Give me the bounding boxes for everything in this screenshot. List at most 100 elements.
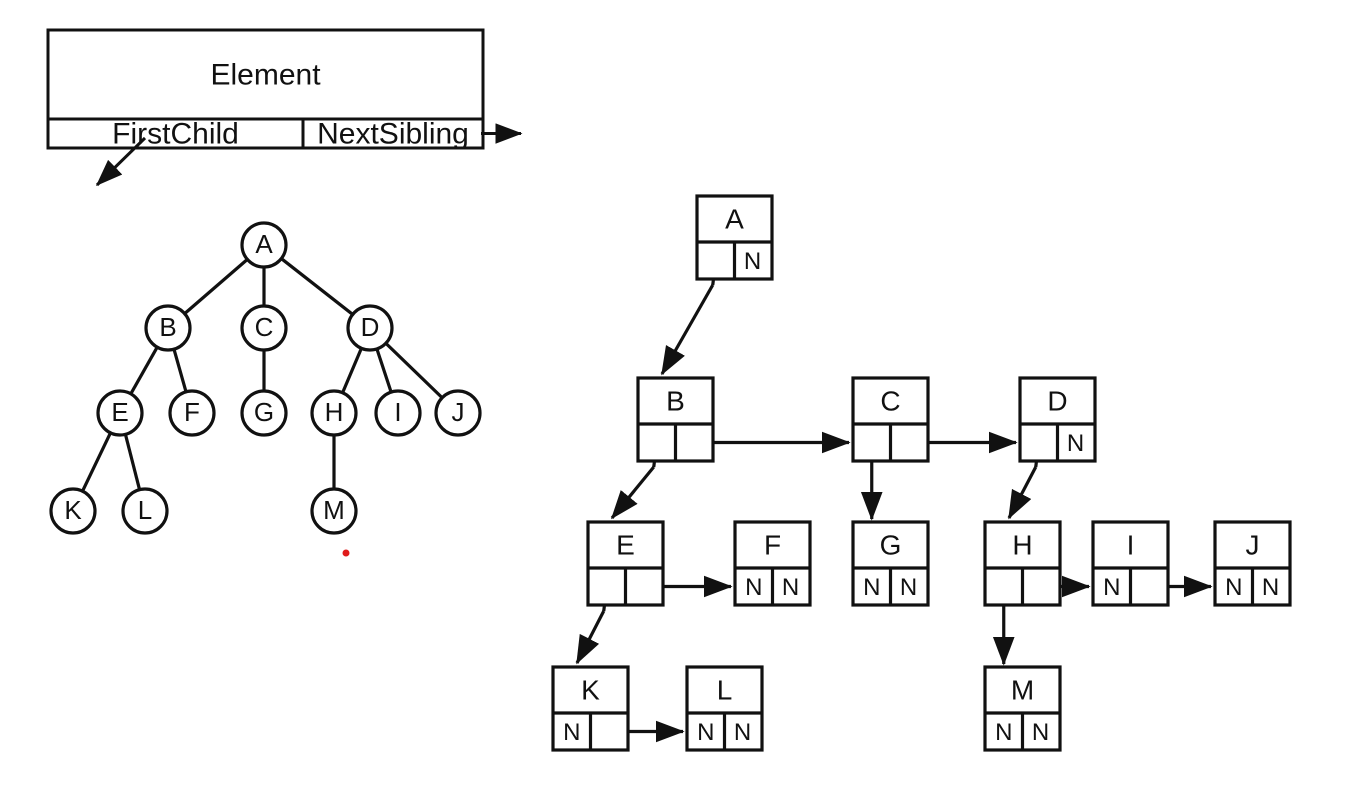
pointer-line (1007, 466, 1038, 520)
legend-first-child-arrow (95, 136, 147, 187)
tree-node-label: M (323, 495, 345, 525)
legend-title: Element (210, 58, 321, 91)
tree-node-circle (240, 221, 288, 269)
tree-node-c: C (240, 304, 288, 352)
tree-node-label: H (325, 397, 344, 427)
tree-edge-b-f (172, 348, 188, 393)
tree-node-circle (434, 389, 482, 437)
tree-node-label: G (254, 397, 274, 427)
tree-node-circle (310, 389, 358, 437)
tree-node-label: I (394, 397, 401, 427)
tree-node-a: A (240, 221, 288, 269)
tree-node-f: F (168, 389, 216, 437)
linked-node-label: G (880, 529, 902, 560)
linked-node-label: J (1246, 529, 1260, 560)
tree-node-circle (168, 389, 216, 437)
tree-edge-d-i (375, 348, 393, 393)
tree-node-circle (144, 304, 192, 352)
linked-node-label: A (725, 203, 744, 234)
tree-node-label: L (138, 495, 152, 525)
tree-nodes-group: A B C D E F G H I J K L M (49, 221, 482, 535)
tree-node-l: L (121, 487, 169, 535)
next-sibling-null-marker: N (1032, 719, 1049, 746)
tree-node-m: M (310, 487, 358, 535)
first-child-null-marker: N (1225, 574, 1242, 601)
first-child-null-marker: N (697, 719, 714, 746)
next-sibling-null-marker: N (1262, 574, 1279, 601)
pointer-line (660, 284, 715, 376)
linked-node-label: L (717, 674, 733, 705)
tree-node-label: K (64, 495, 82, 525)
legend-outer-box (46, 28, 485, 150)
linked-pointers-group (575, 260, 1213, 743)
tree-node-circle (310, 487, 358, 535)
next-sibling-null-marker: N (900, 574, 917, 601)
tree-edge-a-b (183, 258, 249, 315)
next-sibling-null-marker: N (1067, 430, 1084, 457)
tree-node-circle (374, 389, 422, 437)
tree-node-e: E (96, 389, 144, 437)
first-child-null-marker: N (745, 574, 762, 601)
tree-node-label: J (452, 397, 465, 427)
first-child-null-marker: N (863, 574, 880, 601)
next-sibling-null-marker: N (744, 248, 761, 275)
linked-node-label: B (666, 385, 685, 416)
next-sibling-null-marker: N (782, 574, 799, 601)
tree-node-label: A (255, 229, 273, 259)
tree-node-circle (346, 304, 394, 352)
pointer-line (610, 465, 655, 520)
tree-node-circle (240, 304, 288, 352)
tree-node-h: H (310, 389, 358, 437)
tree-node-label: B (159, 312, 176, 342)
tree-node-i: I (374, 389, 422, 437)
tree-edge-e-k (81, 432, 112, 492)
tree-edges-group (81, 257, 444, 492)
tree-node-label: F (184, 397, 200, 427)
cursor-dot-group (342, 549, 350, 557)
tree-node-k: K (49, 487, 97, 535)
linked-node-label: C (880, 385, 900, 416)
tree-edge-e-l (123, 433, 142, 491)
linked-node-label: M (1011, 674, 1034, 705)
linked-node-d: DN (1018, 376, 1097, 463)
linked-node-i: IN (1091, 520, 1170, 607)
tree-edge-b-e (129, 346, 159, 395)
pointer-line (575, 610, 606, 665)
tree-node-g: G (240, 389, 288, 437)
linked-node-k: KN (551, 665, 630, 752)
first-child-null-marker: N (995, 719, 1012, 746)
tree-edge-a-d (280, 257, 354, 316)
linked-node-a: AN (695, 194, 774, 281)
tree-node-label: C (255, 312, 274, 342)
tree-node-circle (49, 487, 97, 535)
tree-node-circle (240, 389, 288, 437)
tree-node-circle (96, 389, 144, 437)
legend-first-child-label: FirstChild (112, 117, 239, 150)
tree-node-label: E (111, 397, 128, 427)
linked-node-label: I (1127, 529, 1135, 560)
tree-edge-d-j (384, 342, 444, 399)
next-sibling-null-marker: N (734, 719, 751, 746)
linked-node-e: E (586, 520, 665, 607)
first-child-null-marker: N (563, 719, 580, 746)
tree-node-label: D (361, 312, 380, 342)
tree-edge-d-h (341, 347, 363, 394)
tree-node-d: D (346, 304, 394, 352)
linked-node-c: C (851, 376, 930, 463)
cursor-dot (342, 549, 350, 557)
linked-node-label: K (581, 674, 600, 705)
linked-node-box (695, 194, 774, 281)
tree-node-b: B (144, 304, 192, 352)
linked-node-label: D (1047, 385, 1067, 416)
linked-node-b: B (636, 376, 715, 463)
linked-node-label: F (764, 529, 781, 560)
